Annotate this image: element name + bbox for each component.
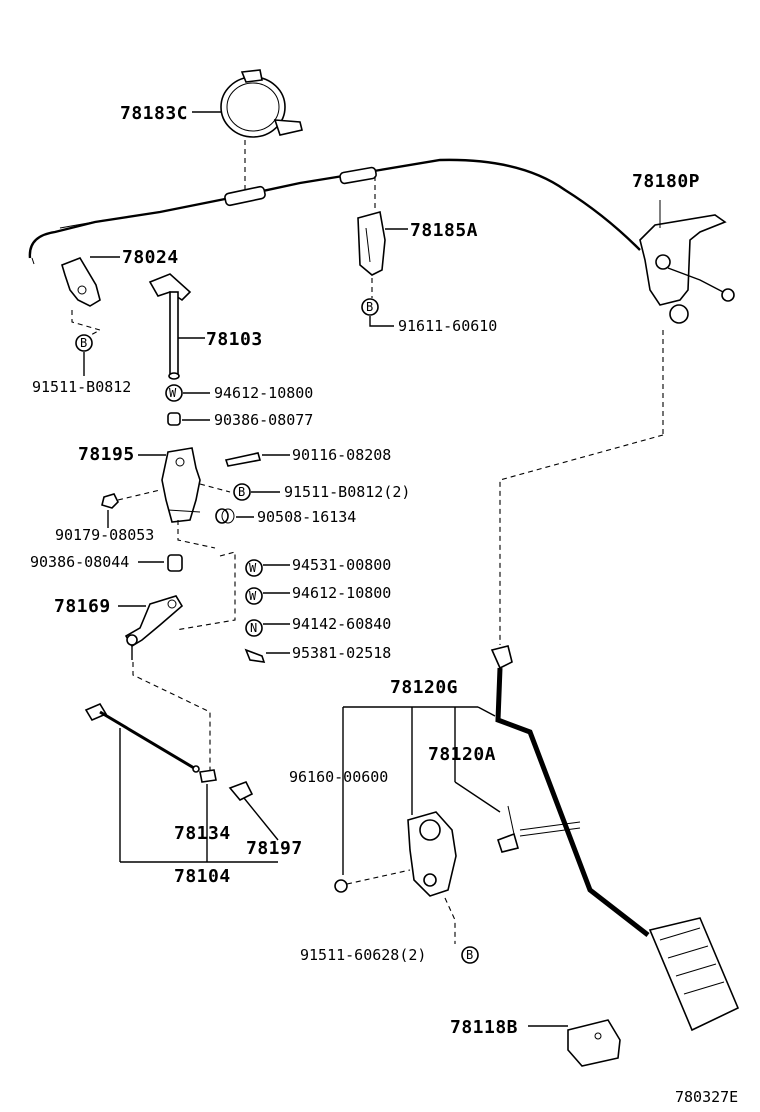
washer-symbol-icon [245,559,263,577]
label-78104: 78104 [174,866,231,887]
bolt-symbol-icon [233,483,251,501]
label-90116-08208: 90116-08208 [292,446,391,464]
bracket-assembly-78195 [161,447,262,523]
label-78195: 78195 [78,444,135,465]
label-78185A: 78185A [410,220,478,241]
cable-bracket [639,200,735,324]
label-94612-10800-b: 94612-10800 [292,584,391,602]
cable-clip [357,210,386,276]
label-78197: 78197 [246,838,303,859]
cotter-pin-icon [244,648,266,663]
label-90179-08053: 90179-08053 [55,526,154,544]
label-91511-B0812-2: 91511-B0812(2) [284,483,410,501]
bracket-78024 [61,257,101,307]
label-94142-60840: 94142-60840 [292,615,391,633]
label-78103: 78103 [206,329,263,350]
label-91611-60610: 91611-60610 [398,317,497,335]
bolt-symbol-icon [75,334,93,352]
label-90386-08077: 90386-08077 [214,411,313,429]
label-95381-02518: 95381-02518 [292,644,391,662]
cable-clamp-ring [220,69,303,138]
diagram-code: 780327E [675,1088,738,1106]
label-78024: 78024 [122,247,179,268]
accelerator-cable [28,140,641,265]
nut [101,493,119,509]
svg-text:B: B [238,485,245,499]
torsion-spring-icon [215,508,235,524]
svg-text:W: W [169,386,177,400]
label-78134: 78134 [174,823,231,844]
svg-text:B: B [80,336,87,350]
label-91511-B0812: 91511-B0812 [32,378,131,396]
throttle-rod-78104 [84,702,200,773]
bolt-symbol-icon [461,946,479,964]
clip-78197 [228,780,254,801]
snap-ring-icon [334,879,348,893]
label-90508-16134: 90508-16134 [257,508,356,526]
label-78120G: 78120G [390,677,458,698]
label-91511-60628-2: 91511-60628(2) [300,946,426,964]
bolt-symbol-icon [361,298,379,316]
label-94612-10800-a: 94612-10800 [214,384,313,402]
nut-symbol-icon [245,619,263,637]
label-78180P: 78180P [632,171,700,192]
svg-text:B: B [366,300,373,314]
bushing-2 [167,554,183,572]
bushing [167,412,181,426]
label-78183C: 78183C [120,103,188,124]
washer-symbol-icon [245,587,263,605]
svg-text:N: N [250,621,257,635]
pivot-lever-78103 [148,273,192,380]
accelerator-pedal-78120G [407,645,740,1032]
pedal-pad-78118B [567,1019,621,1067]
link-lever-78169 [124,595,184,660]
label-78118B: 78118B [450,1017,518,1038]
label-96160-00600: 96160-00600 [289,768,388,786]
svg-text:B: B [466,948,473,962]
label-90386-08044: 90386-08044 [30,553,129,571]
label-94531-00800: 94531-00800 [292,556,391,574]
clip-78134 [199,769,217,783]
label-78120A: 78120A [428,744,496,765]
svg-text:W: W [249,561,257,575]
svg-text:W: W [249,589,257,603]
label-78169: 78169 [54,596,111,617]
washer-symbol-icon [165,384,183,402]
